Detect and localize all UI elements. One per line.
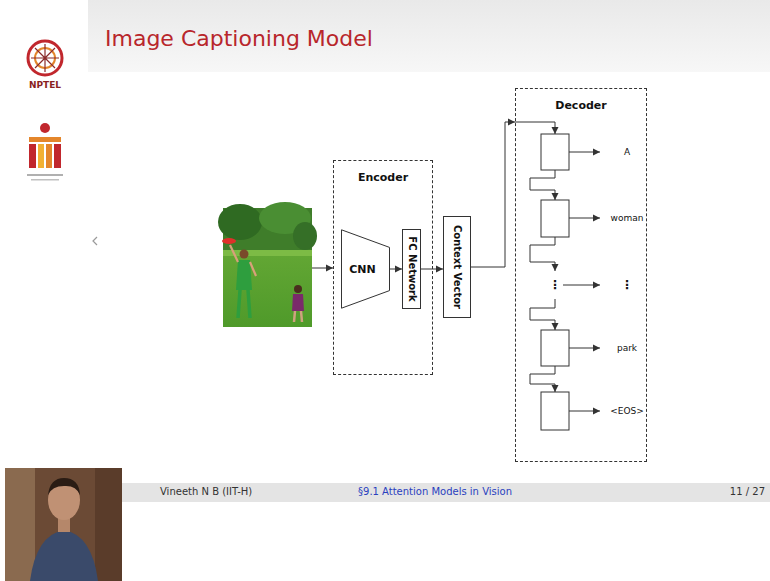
flow-arrow <box>390 269 402 270</box>
nptel-logo <box>28 41 62 75</box>
input-arrow <box>312 268 333 269</box>
nav-symbol <box>93 237 97 245</box>
ellipsis-mark: ⋮ <box>621 278 633 292</box>
cnn-block: CNN <box>341 229 390 309</box>
header-band <box>88 0 770 72</box>
presenter-video <box>5 468 122 581</box>
rnn-wires <box>515 122 600 411</box>
fc-network-box: FC Network <box>402 229 421 309</box>
output-word: woman <box>611 213 644 224</box>
block-label: CNN <box>349 263 382 276</box>
flow-arrow <box>471 122 515 267</box>
group-heading: Encoder <box>334 171 432 184</box>
page-number: 11 / 27 <box>730 486 765 498</box>
ellipsis-mark: ⋮ <box>549 278 561 292</box>
output-word: <EOS> <box>610 406 644 417</box>
slide-title: Image Captioning Model <box>105 26 373 51</box>
vertical-label: Context Vector <box>451 225 463 309</box>
group-heading: Decoder <box>516 99 646 112</box>
park-photo <box>218 202 317 327</box>
vertical-label: FC Network <box>406 236 418 301</box>
footer-author: Vineeth N B (IIT-H) <box>160 486 252 498</box>
context-vector-box: Context Vector <box>443 216 471 318</box>
logo-caption: NPTEL <box>29 80 61 91</box>
output-word: park <box>617 343 637 354</box>
flow-arrow <box>421 269 443 270</box>
encoder-group: EncoderCNN FC Network <box>333 160 433 375</box>
footer-section: §9.1 Attention Models in Vision <box>358 486 512 498</box>
output-word: A <box>624 147 630 158</box>
institute-logo <box>27 123 63 181</box>
footer-band <box>122 483 770 502</box>
